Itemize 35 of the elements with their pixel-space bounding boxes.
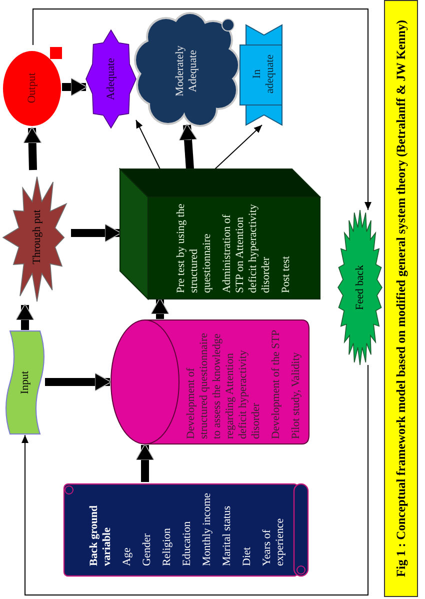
list-item: Pre test by using the structured questionnaire bbox=[175, 202, 214, 293]
list-item: Diet bbox=[240, 546, 254, 566]
block-arrow bbox=[178, 124, 198, 170]
list-item: Years of experience bbox=[260, 517, 286, 566]
list-item: Development of structured questionnaire to assess the knowledge regarding Attention deficit hyperactivity disorder bbox=[185, 332, 263, 439]
arrow bbox=[22, 364, 368, 596]
arrow bbox=[136, 120, 160, 170]
list-item: Monthly income bbox=[200, 492, 214, 566]
node-label: Moderately Adequate bbox=[174, 44, 200, 98]
arrow bbox=[32, 8, 372, 210]
block-arrow bbox=[62, 78, 88, 96]
node-label: Adequate bbox=[104, 56, 118, 102]
arrow bbox=[214, 124, 262, 170]
block-arrow bbox=[150, 298, 170, 319]
node-label: Through put bbox=[30, 208, 44, 266]
block-arrow bbox=[45, 372, 112, 392]
list-item: Marital status bbox=[220, 504, 234, 566]
node-label: In adequate bbox=[251, 53, 277, 95]
list-item: Administration of STP on Attention deficit hyperactivity disorder bbox=[221, 203, 273, 293]
node-label: Input bbox=[18, 370, 32, 396]
list-item: Development of the STP bbox=[270, 328, 283, 439]
block-arrow bbox=[71, 224, 122, 242]
figure-caption: Fig 1 : Conceptual framework model based on modified general system theory (Betralanff & JW Kenny) bbox=[384, 0, 418, 597]
list-item: Age bbox=[120, 546, 134, 566]
node-label: Output bbox=[26, 72, 38, 106]
block-arrow bbox=[136, 444, 154, 482]
list-item: Pilot study, Validity bbox=[290, 351, 303, 439]
list-item: Religion bbox=[160, 527, 174, 566]
list-item: Gender bbox=[140, 532, 154, 566]
list-item: Education bbox=[180, 520, 194, 566]
node-label: Feed back bbox=[354, 264, 366, 312]
list-item: Post test bbox=[280, 255, 293, 293]
list-heading: Back ground variable bbox=[88, 504, 114, 566]
block-arrow bbox=[16, 304, 34, 330]
block-arrow bbox=[22, 126, 42, 170]
